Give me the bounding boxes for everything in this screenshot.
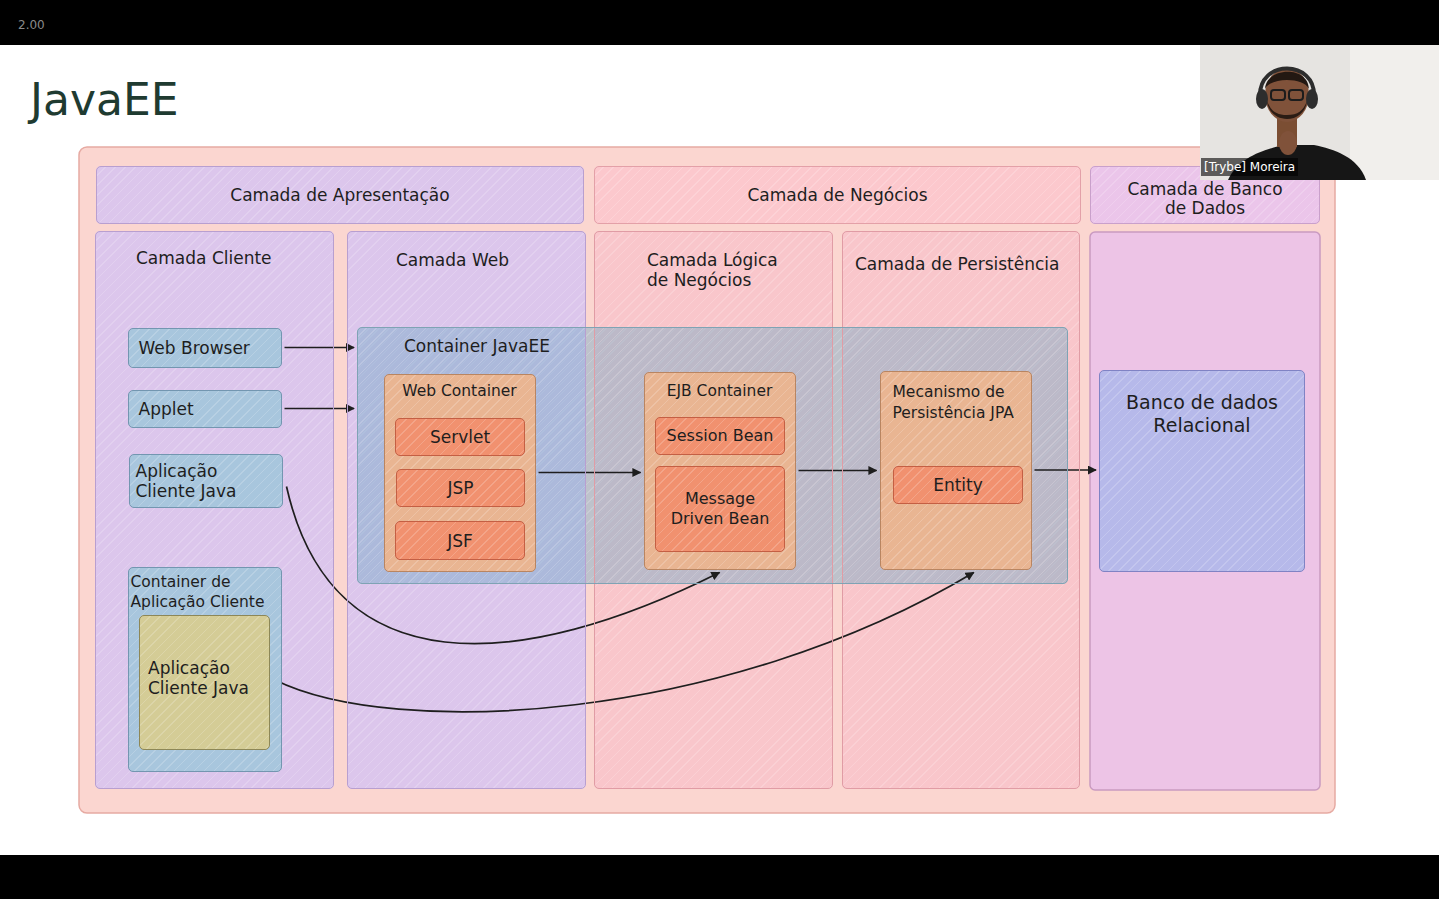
slide-area — [0, 45, 1439, 855]
timestamp: 2.00 — [18, 17, 45, 33]
client-box: Applet — [128, 390, 282, 428]
node-label: Camada Lógica de Negócios — [647, 250, 797, 290]
node-label: Session Bean — [667, 426, 774, 446]
person-beard — [1267, 101, 1307, 119]
container-box: Web ContainerServletJSP JSF — [384, 374, 536, 572]
node-label: Camada de Persistência — [855, 254, 1075, 274]
node-label: JSF — [447, 531, 473, 551]
node-label: JSP — [447, 478, 473, 498]
slide-title: JavaEE — [30, 74, 179, 126]
node-label: Container JavaEE — [404, 336, 1063, 356]
participant-name: [Trybe] Moreira — [1201, 158, 1298, 176]
node-label: Entity — [933, 475, 983, 495]
node-label: Aplicação Cliente Java — [136, 461, 278, 501]
container-box: Mecanismo de Persistência JPA Entity — [880, 371, 1032, 570]
component-box: Servlet — [395, 418, 525, 456]
component-box: JSP — [396, 469, 525, 507]
node-label: Mecanismo de Persistência JPA — [893, 382, 1027, 424]
node-label: Applet — [139, 399, 194, 419]
headphones-cup — [1306, 89, 1318, 109]
component-box: Entity — [893, 466, 1023, 504]
node-label: Camada de Banco de Dados — [1125, 180, 1285, 218]
person-hand — [1279, 131, 1297, 155]
component-box: Session Bean — [655, 417, 785, 455]
client-box: Web Browser — [128, 328, 282, 368]
headphones-band — [1260, 69, 1314, 98]
node-label: Web Container — [389, 381, 531, 401]
flow-arrow — [274, 573, 974, 712]
node-label: Servlet — [430, 427, 490, 447]
headphones-cup — [1256, 89, 1268, 109]
node-label: Banco de dados Relacional — [1112, 391, 1292, 437]
flow-arrow — [285, 408, 355, 410]
node-label: Message Driven Bean — [664, 489, 776, 529]
client-app-box: Aplicação Cliente Java — [139, 615, 270, 750]
layer-column: Camada ClienteWeb BrowserAppletAplicação… — [95, 231, 334, 789]
webcam-light — [1350, 45, 1439, 180]
person-glasses — [1271, 90, 1285, 100]
database-column — [1090, 232, 1320, 790]
flow-arrow — [539, 472, 641, 474]
node-label: Container de Aplicação Cliente — [131, 572, 277, 612]
node-label: EJB Container — [649, 381, 791, 401]
node-label: Aplicação Cliente Java — [148, 658, 265, 698]
layer-header: Camada de Negócios — [594, 166, 1081, 224]
container-box: EJB ContainerSession BeanMessage Driven … — [644, 372, 796, 570]
client-box: Aplicação Cliente Java — [129, 454, 283, 508]
person-glasses — [1289, 90, 1303, 100]
outer-frame — [79, 147, 1335, 813]
component-box: Message Driven Bean — [655, 466, 785, 552]
flow-arrow — [799, 470, 877, 472]
person-head — [1265, 68, 1309, 122]
node-label: Camada de Negócios — [747, 185, 927, 205]
database-box: Banco de dados Relacional — [1099, 370, 1305, 572]
node-label: Camada Web — [396, 250, 581, 270]
webcam-wall — [1200, 45, 1439, 180]
layer-header: Camada de Apresentação — [96, 166, 584, 224]
component-box: JSF — [395, 521, 525, 560]
container-box: Container de Aplicação ClienteAplicação … — [128, 567, 282, 772]
node-label: Camada de Apresentação — [230, 185, 449, 205]
node-label: Web Browser — [139, 338, 250, 358]
node-label: Camada Cliente — [136, 248, 329, 268]
flow-arrow — [1035, 469, 1097, 471]
flow-arrow — [285, 347, 355, 349]
javaee-container: Container JavaEE Web ContainerServletJSP J… — [357, 327, 1068, 584]
